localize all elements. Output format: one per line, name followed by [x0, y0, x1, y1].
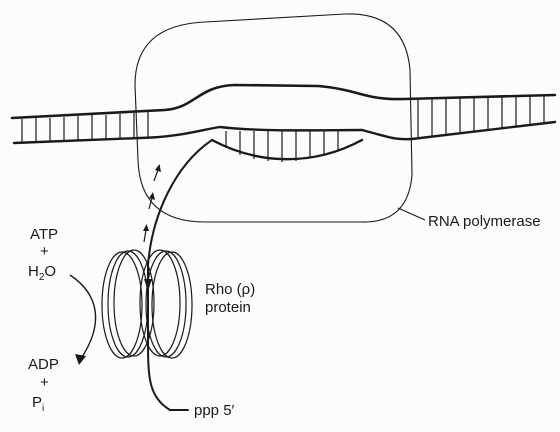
- rna-polymerase-outline: [135, 14, 412, 222]
- pi-label: Pi: [32, 394, 44, 414]
- pi-p: P: [32, 394, 42, 411]
- atp-hydrolysis-arrowhead: [75, 354, 86, 365]
- plus-sign-bottom: +: [40, 374, 49, 391]
- atp-hydrolysis-arrow: [70, 275, 96, 360]
- rna-dna-hybrid-strand: [212, 140, 362, 159]
- h2o-o: O: [44, 263, 56, 280]
- rho-protein-label-line1: Rho (ρ): [205, 281, 255, 298]
- pi-subscript: i: [42, 403, 44, 414]
- nascent-rna-transcript: [148, 140, 212, 410]
- rna-direction-arrowhead: [144, 279, 152, 291]
- plus-sign-top: +: [40, 243, 49, 260]
- rna-polymerase-leader-line: [398, 208, 425, 220]
- h2o-label: H2O: [28, 263, 56, 283]
- hybrid-base-pairs: [226, 131, 338, 162]
- movement-arrow: [154, 164, 161, 181]
- rho-protein-label-line2: protein: [205, 299, 251, 316]
- movement-arrow: [143, 224, 149, 242]
- rna-5prime-end-label: ppp 5′: [194, 402, 235, 419]
- h2o-h: H: [28, 263, 39, 280]
- adp-label: ADP: [28, 356, 59, 373]
- atp-label: ATP: [30, 226, 58, 243]
- rna-polymerase-label: RNA polymerase: [428, 213, 541, 230]
